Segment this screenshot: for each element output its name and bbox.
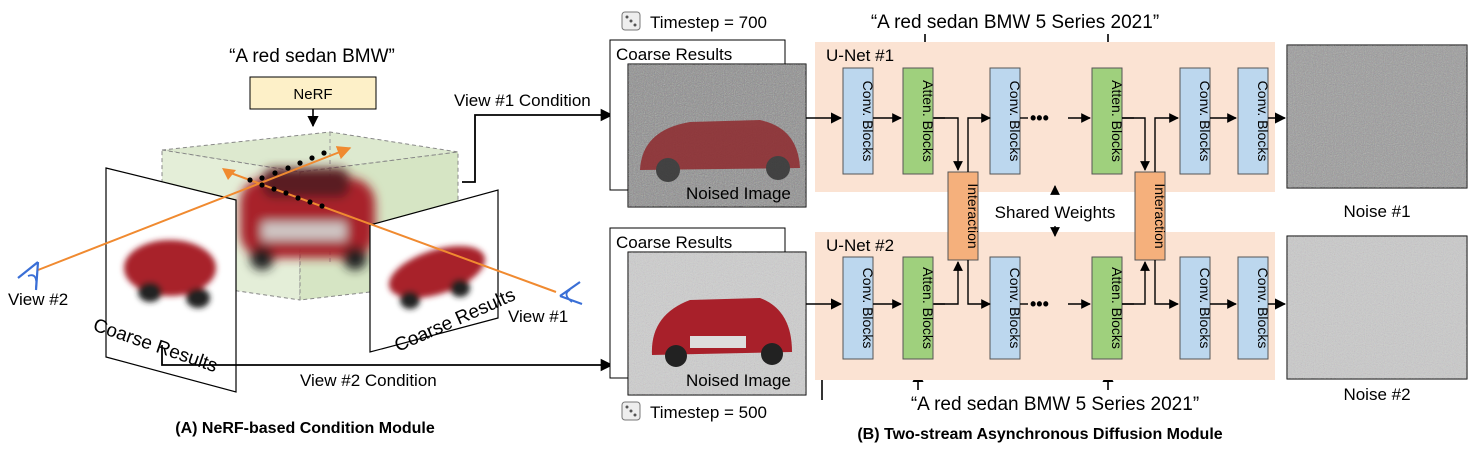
view2-condition-arrow xyxy=(161,345,614,372)
view1-condition-label: View #1 Condition xyxy=(454,91,591,110)
view2-label: View #2 xyxy=(8,290,68,309)
prompt-top: “A red sedan BMW 5 Series 2021” xyxy=(871,12,1159,33)
nerf-car-render xyxy=(240,168,375,270)
unet1-conv-block-3 xyxy=(989,67,1021,175)
unet1-label: U-Net #1 xyxy=(826,46,894,65)
noise1-label: Noise #1 xyxy=(1343,202,1410,221)
unet2-conv-label-1: Conv. Blocks xyxy=(860,268,876,349)
unet2-conv-block-3 xyxy=(989,256,1021,360)
ray-dots xyxy=(247,150,327,209)
dice-icon xyxy=(621,401,641,421)
unet2-atten-label-2: Atten. Blocks xyxy=(920,267,936,349)
view1-label: View #1 xyxy=(508,307,568,326)
unet1-ellipsis: ••• xyxy=(1030,108,1049,128)
view2-condition-label: View #2 Condition xyxy=(300,371,437,390)
noised-car-top xyxy=(640,120,800,182)
noised-car-bottom xyxy=(651,298,792,367)
unet2-conv-label-3: Conv. Blocks xyxy=(1007,268,1023,349)
unet2-conv-label-6: Conv. Blocks xyxy=(1255,268,1271,349)
unet1-conv-block-5 xyxy=(1179,67,1211,175)
nerf-label: NeRF xyxy=(293,86,332,103)
interaction-block-1 xyxy=(947,171,979,261)
unet1-conv-label-5: Conv. Blocks xyxy=(1197,81,1213,162)
view1-ray xyxy=(227,171,557,293)
unet2-atten-label-4: Atten. Blocks xyxy=(1109,267,1125,349)
interaction-label-2: Interaction xyxy=(1152,183,1168,248)
unet1-conv-block-6 xyxy=(1237,67,1269,175)
unet2-atten-block-2 xyxy=(902,256,934,360)
interaction-label-1: Interaction xyxy=(965,183,981,248)
view1-condition-arrow xyxy=(462,108,614,183)
unet2-label: U-Net #2 xyxy=(826,236,894,255)
unet1-conv-block-1 xyxy=(842,67,874,175)
coarse-results-top-label: Coarse Results xyxy=(616,45,732,64)
unet1-conv-label-3: Conv. Blocks xyxy=(1007,81,1023,162)
unet1-atten-label-2: Atten. Blocks xyxy=(920,80,936,162)
unet2-conv-block-1 xyxy=(842,256,874,360)
caption-a: (A) NeRF-based Condition Module xyxy=(175,420,435,437)
shared-weights-label: Shared Weights xyxy=(995,203,1116,222)
noise2-label: Noise #2 xyxy=(1343,385,1410,404)
coarse-results-bottom-label: Coarse Results xyxy=(616,233,732,252)
coarse-car-right xyxy=(388,245,486,309)
unet2-ellipsis: ••• xyxy=(1030,294,1049,314)
unet1-conv-label-6: Conv. Blocks xyxy=(1255,81,1271,162)
nerf-prompt: “A red sedan BMW” xyxy=(229,46,395,67)
timestep-bottom: Timestep = 500 xyxy=(650,403,767,422)
view2-ray xyxy=(37,146,352,271)
unet2-conv-block-6 xyxy=(1237,256,1269,360)
unet1-atten-block-2 xyxy=(902,67,934,175)
unet2-atten-block-4 xyxy=(1091,256,1123,360)
caption-b: (B) Two-stream Asynchronous Diffusion Mo… xyxy=(857,426,1222,443)
unet1-atten-label-4: Atten. Blocks xyxy=(1109,80,1125,162)
nerf-box xyxy=(249,76,377,110)
unet2-conv-block-5 xyxy=(1179,256,1211,360)
noised-image-top-label: Noised Image xyxy=(686,184,791,203)
noised-image-bottom-label: Noised Image xyxy=(686,371,791,390)
unet2-conv-label-5: Conv. Blocks xyxy=(1197,268,1213,349)
interaction-block-2 xyxy=(1134,171,1166,261)
timestep-top: Timestep = 700 xyxy=(650,13,767,32)
dice-icon xyxy=(621,11,641,31)
unet1-atten-block-4 xyxy=(1091,67,1123,175)
coarse-car-left xyxy=(124,240,216,308)
unet1-conv-label-1: Conv. Blocks xyxy=(860,81,876,162)
prompt-bottom: “A red sedan BMW 5 Series 2021” xyxy=(911,394,1199,415)
